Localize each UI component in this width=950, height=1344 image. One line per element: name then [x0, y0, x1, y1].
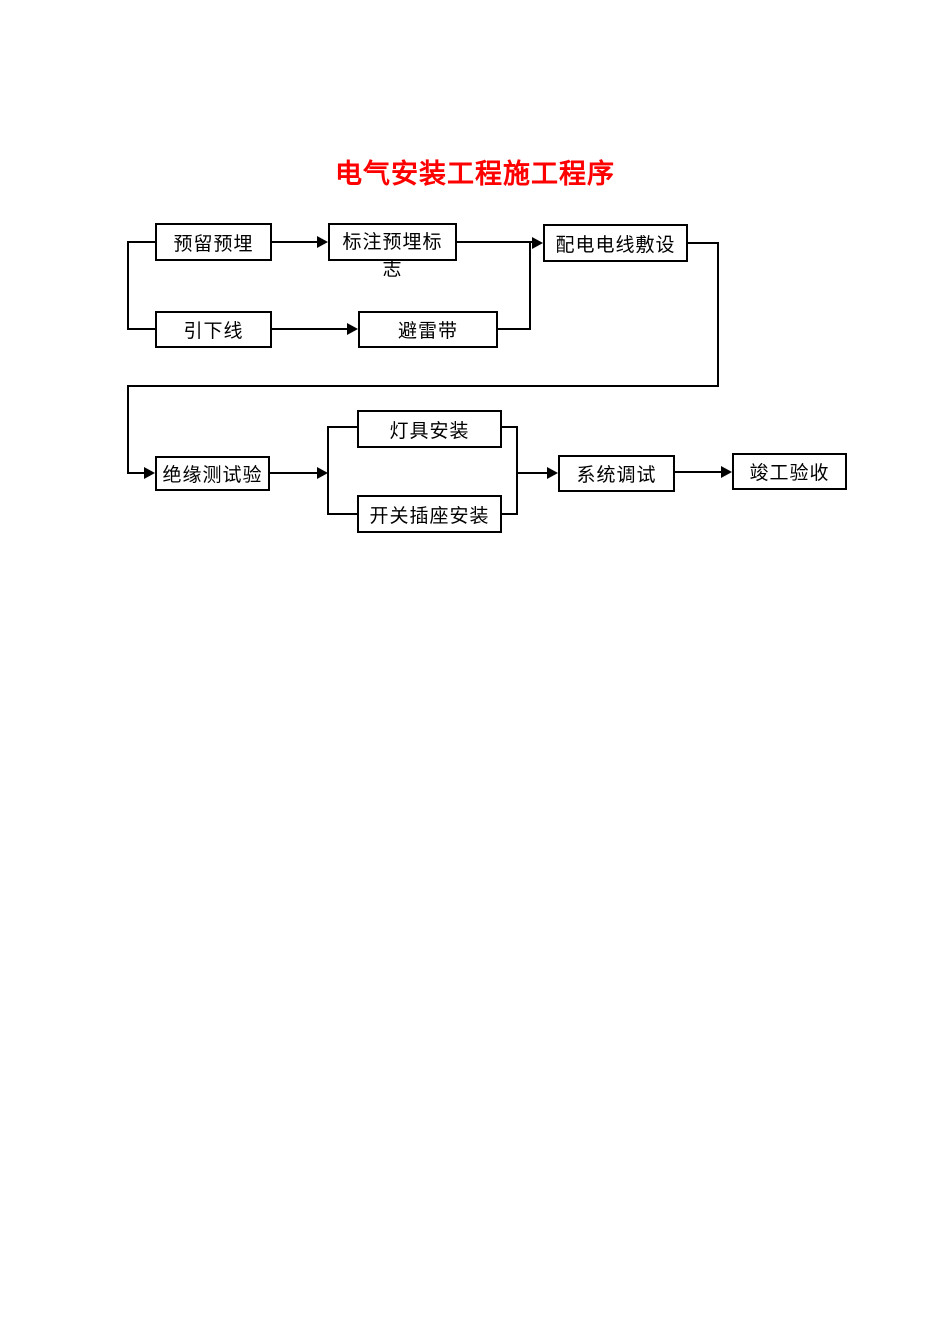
connector-line: [498, 328, 531, 330]
page-title: 电气安装工程施工程序: [335, 159, 615, 189]
arrow-right-icon: [347, 323, 358, 335]
connector-line: [675, 471, 724, 473]
node-system-debug: 系统调试: [558, 455, 675, 492]
node-distribution-wiring: 配电电线敷设: [543, 224, 688, 262]
node-mark-embed-sign: 标注预埋标志: [328, 223, 457, 280]
connector-line: [502, 513, 518, 515]
connector-line: [272, 241, 320, 243]
arrow-right-icon: [317, 236, 328, 248]
arrow-right-icon: [547, 467, 558, 479]
node-completion-acceptance: 竣工验收: [732, 453, 847, 490]
node-label: 预留预埋: [173, 233, 254, 255]
node-label: 引下线: [183, 321, 244, 342]
node-label: 开关插座安装: [369, 505, 490, 527]
arrow-right-icon: [532, 237, 543, 249]
connector-line: [127, 385, 719, 387]
connector-line: [502, 426, 518, 428]
node-insulation-test: 绝缘测试验: [155, 456, 270, 491]
arrow-right-icon: [144, 467, 155, 479]
node-label: 竣工验收: [749, 463, 830, 484]
connector-line: [127, 328, 157, 330]
connector-line: [129, 472, 147, 474]
connector-line: [717, 242, 719, 387]
connector-line: [272, 328, 350, 330]
connector-line: [127, 385, 129, 474]
node-lightning-belt: 避雷带: [358, 311, 498, 348]
node-label: 灯具安装: [389, 420, 470, 442]
connector-line: [516, 426, 518, 515]
connector-line: [127, 241, 157, 243]
connector-line: [327, 426, 358, 428]
connector-line: [127, 241, 129, 330]
node-label: 标注预埋标志: [342, 232, 443, 280]
connector-line: [688, 242, 718, 244]
node-label: 绝缘测试验: [162, 465, 263, 486]
connector-line: [327, 513, 358, 515]
node-label: 避雷带: [397, 321, 458, 342]
connector-line: [327, 426, 329, 515]
connector-line: [518, 472, 550, 474]
arrow-right-icon: [721, 466, 732, 478]
node-label: 系统调试: [576, 465, 657, 486]
connector-line: [270, 472, 320, 474]
connector-line: [457, 241, 535, 243]
arrow-right-icon: [317, 467, 328, 479]
node-label: 配电电线敷设: [555, 234, 676, 256]
node-pre-embed: 预留预埋: [155, 223, 272, 261]
connector-line: [529, 242, 531, 330]
node-lamp-install: 灯具安装: [357, 410, 502, 448]
node-down-lead: 引下线: [155, 311, 272, 348]
node-switch-socket-install: 开关插座安装: [357, 495, 502, 533]
